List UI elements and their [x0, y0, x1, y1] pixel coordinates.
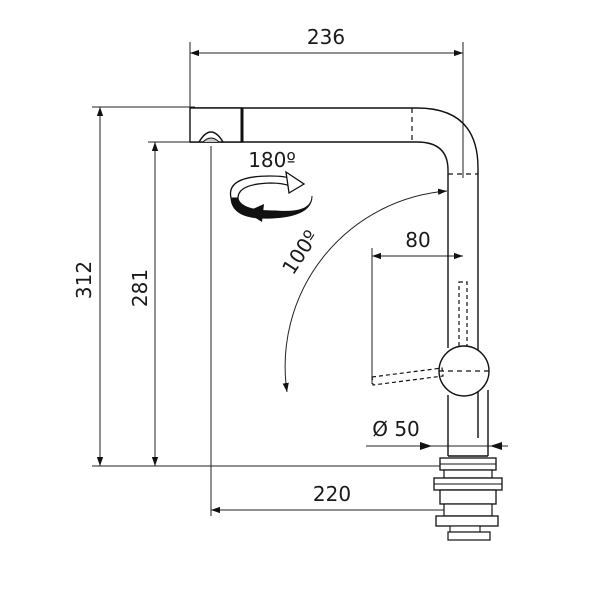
lever-upright	[458, 281, 468, 349]
dimension-overall-height: 312	[72, 106, 440, 467]
spout-head	[189, 107, 243, 143]
lever-swung	[371, 367, 444, 386]
lever-width-label: 80	[405, 228, 430, 252]
rotation-180-icon: 180º	[229, 148, 313, 222]
dimension-base-offset: 220	[210, 146, 464, 516]
overall-width-label: 236	[307, 25, 345, 49]
base-diameter-label: Ø 50	[372, 417, 420, 441]
overall-height-label: 312	[72, 261, 96, 299]
dimension-overall-width: 236	[189, 25, 464, 178]
mounting-hardware	[433, 457, 503, 541]
spout-rotation-label: 180º	[248, 148, 296, 172]
lever-swing-label: 100º	[277, 226, 323, 279]
base-offset-label: 220	[313, 482, 351, 506]
lever-swing-arc: 100º	[277, 188, 448, 393]
dimension-spout-height: 281	[128, 141, 196, 466]
spout-height-label: 281	[128, 269, 152, 307]
dimension-base-diameter: Ø 50	[366, 417, 508, 450]
faucet-body	[189, 107, 490, 457]
handle-disc	[438, 345, 490, 397]
